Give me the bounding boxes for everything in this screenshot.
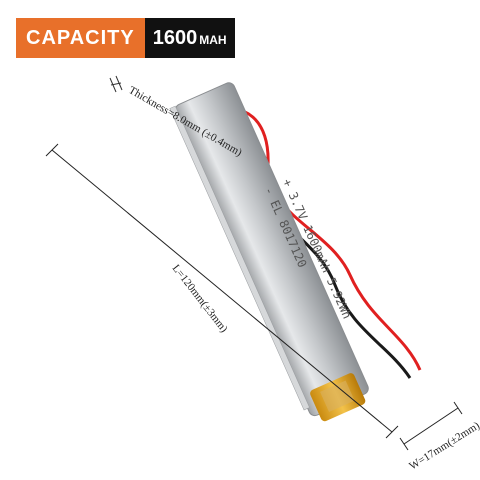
capacity-unit: MAH [199, 33, 227, 47]
capacity-label: CAPACITY [16, 18, 145, 58]
width-label: W=17mm(±2mm) [407, 419, 480, 472]
red-wire [209, 107, 422, 371]
thickness-marker [109, 75, 123, 93]
width-dimension [399, 401, 463, 451]
length-label: L=120mm(±3mm) [170, 262, 230, 335]
length-dimension [45, 143, 399, 439]
capacity-value: 1600 [152, 27, 198, 49]
